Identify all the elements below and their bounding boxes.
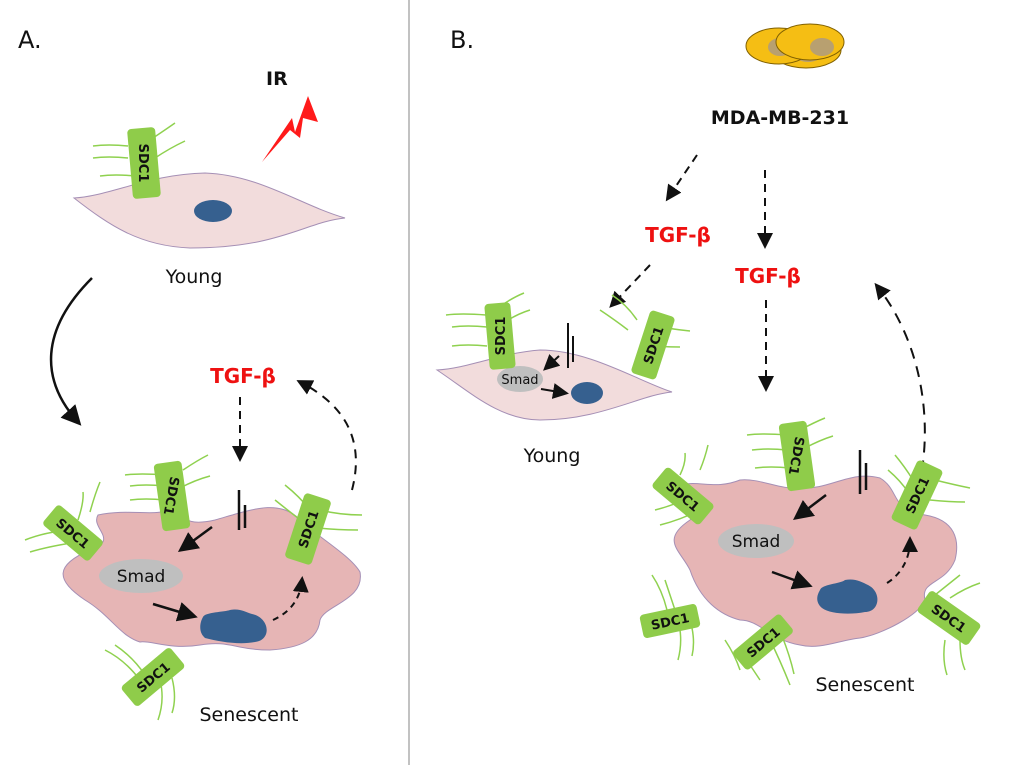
activation-arrow — [177, 525, 213, 552]
activation-arrow — [771, 570, 813, 590]
activation-arrow — [793, 494, 827, 521]
young-cell-a — [72, 172, 346, 249]
tumor-cells-icon — [745, 23, 845, 69]
sdc1-receptor: SDC1 — [104, 644, 185, 721]
svg-text:Smad: Smad — [117, 567, 166, 587]
sdc1-receptor: SDC1 — [92, 122, 186, 199]
smad-ellipse — [497, 366, 543, 392]
ligand-arrow — [609, 264, 651, 308]
senescent-cell-a: Smad — [62, 507, 361, 651]
feedback-arrow — [874, 282, 926, 491]
senescent-cell-b: Smad — [673, 475, 958, 647]
smad-ellipse — [718, 524, 794, 558]
sdc1-receptor: SDC1 — [746, 417, 834, 492]
nucleus — [817, 579, 878, 614]
smad-ellipse — [99, 559, 183, 593]
expression-arrow — [886, 536, 918, 584]
activation-arrow — [152, 602, 198, 622]
nucleus — [571, 382, 603, 404]
expression-arrow — [272, 576, 309, 621]
nucleus — [194, 200, 232, 222]
panel-a-label: A. — [18, 26, 42, 54]
radiation-bolt-icon — [262, 96, 318, 162]
sdc1-receptor: SDC1 — [24, 481, 103, 561]
senescent-caption-b: Senescent — [815, 674, 914, 696]
nucleus — [200, 609, 267, 644]
young-caption-b: Young — [523, 445, 581, 467]
sdc1-receptor: SDC1 — [124, 454, 211, 532]
activation-arrow — [543, 353, 561, 371]
sdc1-receptor: SDC1 — [599, 294, 691, 380]
svg-text:Smad: Smad — [732, 532, 781, 552]
panel-b-label: B. — [450, 26, 474, 54]
svg-text:SDC1: SDC1 — [494, 317, 509, 356]
senescent-caption-a: Senescent — [199, 704, 298, 726]
ir-label: IR — [266, 68, 288, 90]
svg-text:SDC1: SDC1 — [785, 435, 807, 476]
young-caption-a: Young — [165, 266, 223, 288]
sdc1-receptor: SDC1 — [445, 292, 531, 370]
tgf-beta-label-b-left: TGF-β — [645, 223, 711, 247]
mda-mb-231-label: MDA-MB-231 — [711, 107, 849, 129]
transition-arrow — [49, 277, 93, 426]
svg-text:Smad: Smad — [501, 373, 538, 388]
svg-text:SDC1: SDC1 — [160, 475, 182, 516]
feedback-arrow — [296, 380, 357, 491]
tgf-beta-label-b-right: TGF-β — [735, 264, 801, 288]
tgf-beta-label-a: TGF-β — [210, 364, 276, 388]
activation-arrow — [540, 383, 569, 399]
svg-text:SDC1: SDC1 — [135, 144, 150, 183]
sdc1-receptor: SDC1 — [639, 574, 701, 661]
secretion-arrow — [665, 154, 698, 202]
